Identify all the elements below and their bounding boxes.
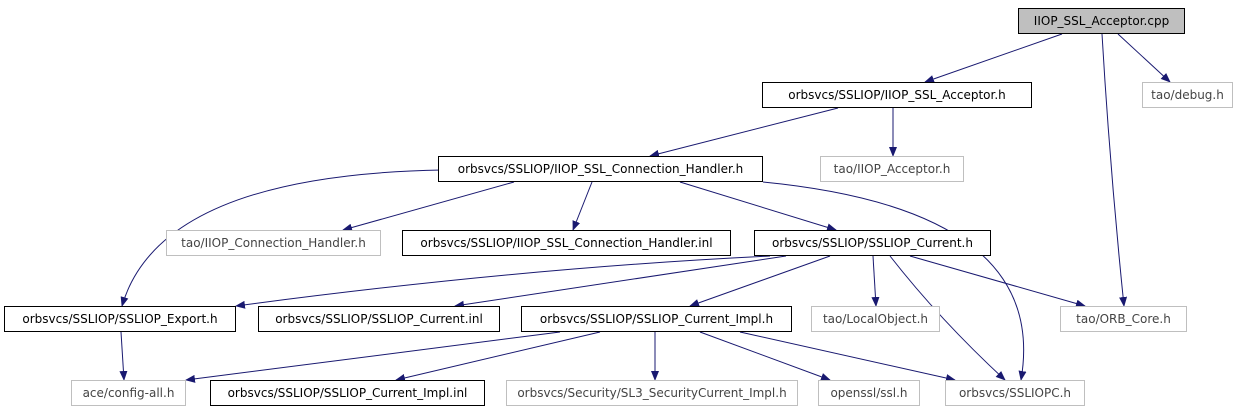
edge-current_h-to-local_object_h	[871, 255, 880, 307]
edge-current_impl_h-to-current_impl_inl	[395, 331, 601, 382]
node-debug-h: tao/debug.h	[1142, 82, 1233, 108]
edge-current_h-to-current_inl	[454, 255, 787, 309]
edge-conn_handler_h-to-iiop_conn_handler_h	[342, 181, 515, 232]
node-sl3-security-current-impl-h: orbsvcs/Security/SL3_SecurityCurrent_Imp…	[506, 380, 798, 406]
edge-conn_handler_h-to-conn_handler_inl	[572, 181, 593, 231]
edge-current_impl_h-to-config_all_h	[185, 331, 561, 383]
node-iiop-ssl-connection-handler-inl[interactable]: orbsvcs/SSLIOP/IIOP_SSL_Connection_Handl…	[402, 230, 731, 256]
node-orb-core-h: tao/ORB_Core.h	[1060, 306, 1187, 332]
edge-current_impl_h-to-sslopc_h	[739, 331, 956, 382]
edge-conn_handler_h-to-current_h	[679, 181, 837, 232]
edge-export_h-to-config_all_h	[119, 331, 128, 381]
node-iiop-connection-handler-h: tao/IIOP_Connection_Handler.h	[166, 230, 381, 256]
node-iiop-ssl-acceptor-h[interactable]: orbsvcs/SSLIOP/IIOP_SSL_Acceptor.h	[762, 82, 1032, 108]
node-local-object-h: tao/LocalObject.h	[811, 306, 940, 332]
node-iiop-ssl-connection-handler-h[interactable]: orbsvcs/SSLIOP/IIOP_SSL_Connection_Handl…	[438, 156, 763, 182]
edge-root-to-orb_core_h	[1101, 33, 1128, 307]
node-openssl-ssl-h: openssl/ssl.h	[818, 380, 920, 406]
edge-current_h-to-sslopc_h	[889, 255, 1006, 381]
edge-current_h-to-export_h	[235, 255, 771, 309]
edge-acceptor_h-to-conn_handler_h	[649, 107, 839, 158]
node-sslliop-current-impl-inl[interactable]: orbsvcs/SSLIOP/SSLIOP_Current_Impl.inl	[210, 380, 485, 406]
node-sslliop-export-h[interactable]: orbsvcs/SSLIOP/SSLIOP_Export.h	[4, 306, 236, 332]
edge-current_h-to-orb_core_h	[909, 255, 1086, 308]
node-config-all-h: ace/config-all.h	[71, 380, 186, 406]
edge-current_impl_h-to-openssl_h	[699, 331, 831, 381]
edge-root-to-debug_h	[1117, 33, 1171, 83]
node-sslopc-h: orbsvcs/SSLIOPC.h	[945, 380, 1085, 406]
edge-current_h-to-current_impl_h	[689, 255, 831, 307]
node-sslliop-current-h[interactable]: orbsvcs/SSLIOP/SSLIOP_Current.h	[754, 230, 991, 256]
node-iiop-ssl-acceptor-cpp: IIOP_SSL_Acceptor.cpp	[1018, 8, 1185, 34]
node-sslliop-current-impl-h[interactable]: orbsvcs/SSLIOP/SSLIOP_Current_Impl.h	[521, 306, 792, 332]
edge-conn_handler_h-to-sslopc_h	[762, 181, 1027, 381]
node-iiop-acceptor-h: tao/IIOP_Acceptor.h	[820, 156, 964, 182]
edge-root-to-acceptor_h	[924, 33, 1063, 83]
edge-conn_handler_h-to-export_h	[120, 169, 443, 307]
node-sslliop-current-inl[interactable]: orbsvcs/SSLIOP/SSLIOP_Current.inl	[258, 306, 500, 332]
